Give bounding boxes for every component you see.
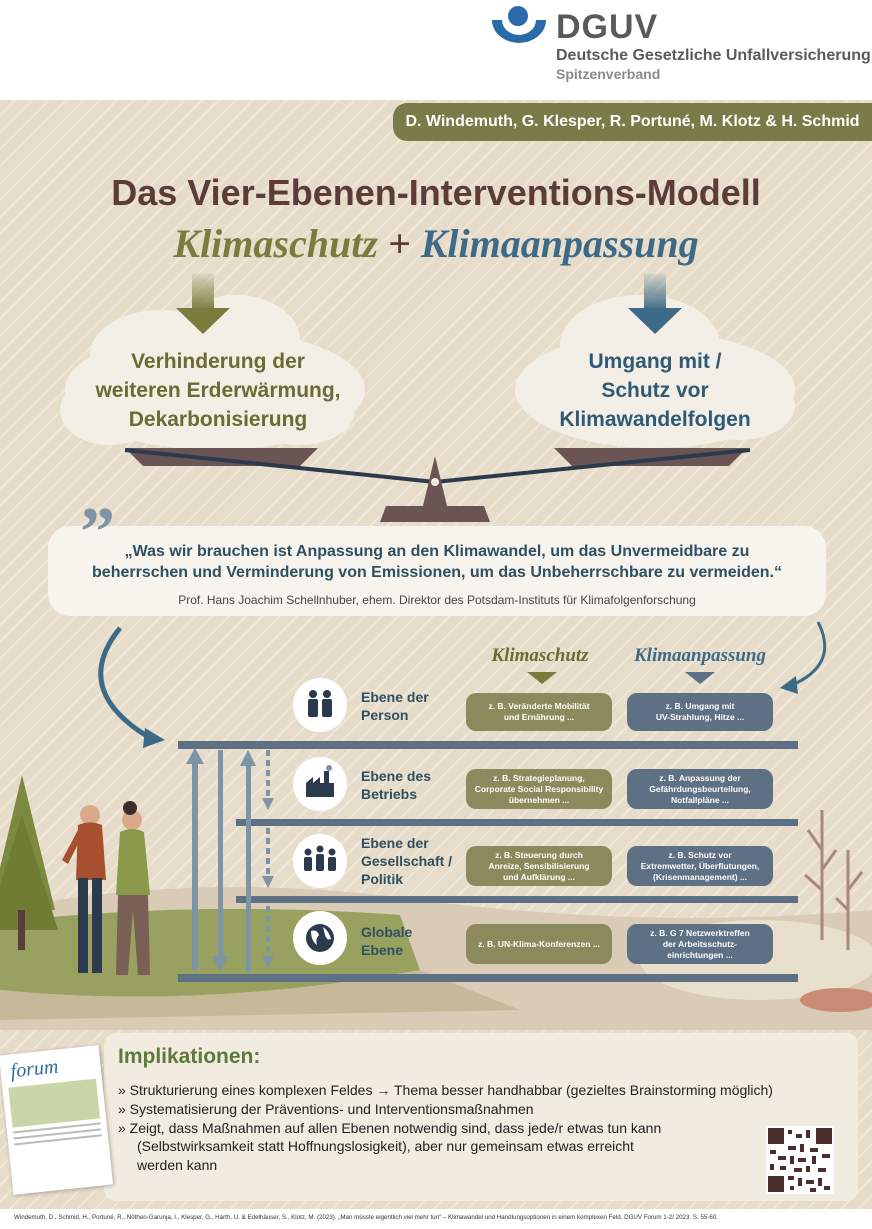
subtitle-right: Klimaanpassung	[420, 221, 699, 266]
logo-wordmark: DGUV	[556, 8, 659, 46]
header	[0, 0, 872, 100]
levels-diagram-graphics	[0, 621, 872, 1030]
level-label-line: Ebene	[361, 942, 404, 958]
poster-subtitle: Klimaschutz + Klimaanpassung	[0, 220, 872, 267]
box-line: z. B. G 7 Netzwerktreffen	[650, 927, 750, 938]
level-label-line: Globale	[361, 924, 413, 940]
right-cloud-line: Schutz vor	[601, 379, 709, 402]
box-line: Anreize, Sensibilisierung	[488, 860, 590, 871]
implications-title: Implikationen:	[118, 1045, 261, 1068]
level-label-line: Person	[361, 707, 409, 723]
quote-line: beherrschen und Verminderung von Emissio…	[92, 564, 782, 581]
level-label-line: Ebene des	[361, 768, 432, 784]
implication-item: » Systematisierung der Präventions- und …	[118, 1101, 534, 1117]
logo-subtitle-2: Spitzenverband	[556, 66, 661, 82]
citation: Windemuth, D., Schmid, H., Portuné, R., …	[14, 1214, 718, 1221]
box-line: (Krisenmanagement) ...	[653, 871, 747, 882]
right-cloud	[515, 295, 795, 448]
level-label-person: Ebene der Person	[361, 688, 429, 724]
box-line: Gefährdungsbeurteilung,	[649, 783, 751, 794]
implication-item-cont: werden kann	[137, 1157, 218, 1173]
left-cloud-line: Dekarbonisierung	[128, 408, 308, 431]
box-line: Notfallpläne ...	[670, 794, 730, 805]
globe-icon	[293, 911, 347, 965]
quote-line: „Was wir brauchen ist Anpassung an den K…	[124, 543, 750, 560]
quote-source: Prof. Hans Joachim Schellnhuber, ehem. D…	[178, 593, 696, 607]
forum-magazine-cover: forum	[0, 1045, 114, 1195]
level-label-line: Politik	[361, 871, 404, 887]
box-line: z. B. Schutz vor	[668, 849, 732, 860]
authors-banner: D. Windemuth, G. Klesper, R. Portuné, M.…	[393, 103, 872, 141]
column-header-klimaschutz: Klimaschutz	[491, 645, 589, 666]
poster-title: Das Vier-Ebenen-Interventions-Modell	[111, 172, 761, 213]
box-line: einrichtungen ...	[667, 949, 733, 960]
left-cloud-line: weiteren Erderwärmung,	[95, 379, 341, 402]
logo-subtitle: Deutsche Gesetzliche Unfallversicherung	[556, 47, 871, 64]
scale-illustration	[60, 274, 795, 522]
box-line: z. B. Veränderte Mobilität	[488, 701, 590, 711]
dguv-logo-icon	[492, 6, 546, 43]
level-label-betrieb: Ebene des Betriebs	[361, 767, 431, 803]
implication-item: » Strukturierung eines komplexen Feldes …	[118, 1082, 773, 1098]
quote-text: „Was wir brauchen ist Anpassung an den K…	[48, 541, 826, 583]
box-line: UV-Strahlung, Hitze ...	[655, 712, 745, 722]
quote-box	[48, 526, 826, 616]
box-line: z. B. UN-Klima-Konferenzen ...	[478, 938, 600, 949]
box-line: der Arbeitsschutz-	[662, 938, 738, 949]
left-cloud-text: Verhinderung der weiteren Erderwärmung, …	[78, 347, 358, 434]
forum-cover-image	[8, 1078, 101, 1128]
right-cloud-line: Klimawandelfolgen	[559, 408, 751, 431]
box-line: z. B. Anpassung der	[659, 772, 741, 783]
persons-icon	[293, 678, 347, 732]
level-label-gesellschaft: Ebene der Gesellschaft / Politik	[361, 834, 452, 888]
level-label-global: Globale Ebene	[361, 923, 412, 959]
quote-marks-icon: ”	[80, 494, 115, 571]
klimaschutz-box-betrieb: z. B. Strategieplanung,Corporate Social …	[466, 769, 612, 809]
box-line: z. B. Umgang mit	[665, 701, 735, 711]
level-label-line: Ebene der	[361, 689, 429, 705]
left-cloud-line: Verhinderung der	[131, 350, 305, 373]
right-cloud-text: Umgang mit / Schutz vor Klimawandelfolge…	[515, 347, 795, 434]
group-icon	[293, 834, 347, 888]
subtitle-left: Klimaschutz	[173, 221, 378, 266]
box-line: z. B. Steuerung durch	[495, 849, 583, 860]
implication-item-cont: (Selbstwirksamkeit statt Hoffnungslosigk…	[137, 1138, 634, 1154]
level-label-line: Ebene der	[361, 835, 429, 851]
implications-box	[104, 1033, 858, 1201]
subtitle-plus: +	[387, 221, 411, 266]
right-cloud-line: Umgang mit /	[588, 350, 722, 373]
box-line: und Aufklärung ...	[503, 871, 575, 882]
box-line: z. B. Strategieplanung,	[493, 772, 585, 783]
box-line: Corporate Social Responsibility	[474, 783, 604, 794]
couple-illustration	[62, 801, 150, 975]
qr-code-icon[interactable]	[766, 1126, 834, 1194]
klimaschutz-box-global: z. B. UN-Klima-Konferenzen ...	[466, 924, 612, 964]
level-label-line: Betriebs	[361, 786, 418, 802]
box-line: Extremwetter, Überflutungen,	[640, 860, 760, 871]
box-line: übernehmen ...	[508, 794, 570, 805]
column-header-klimaanpassung: Klimaanpassung	[634, 645, 766, 666]
footer	[0, 1209, 872, 1229]
box-line: und Ernährung ...	[503, 712, 575, 722]
factory-icon	[293, 757, 347, 811]
level-label-line: Gesellschaft /	[361, 853, 453, 869]
implication-item: » Zeigt, dass Maßnahmen auf allen Ebenen…	[118, 1120, 662, 1136]
